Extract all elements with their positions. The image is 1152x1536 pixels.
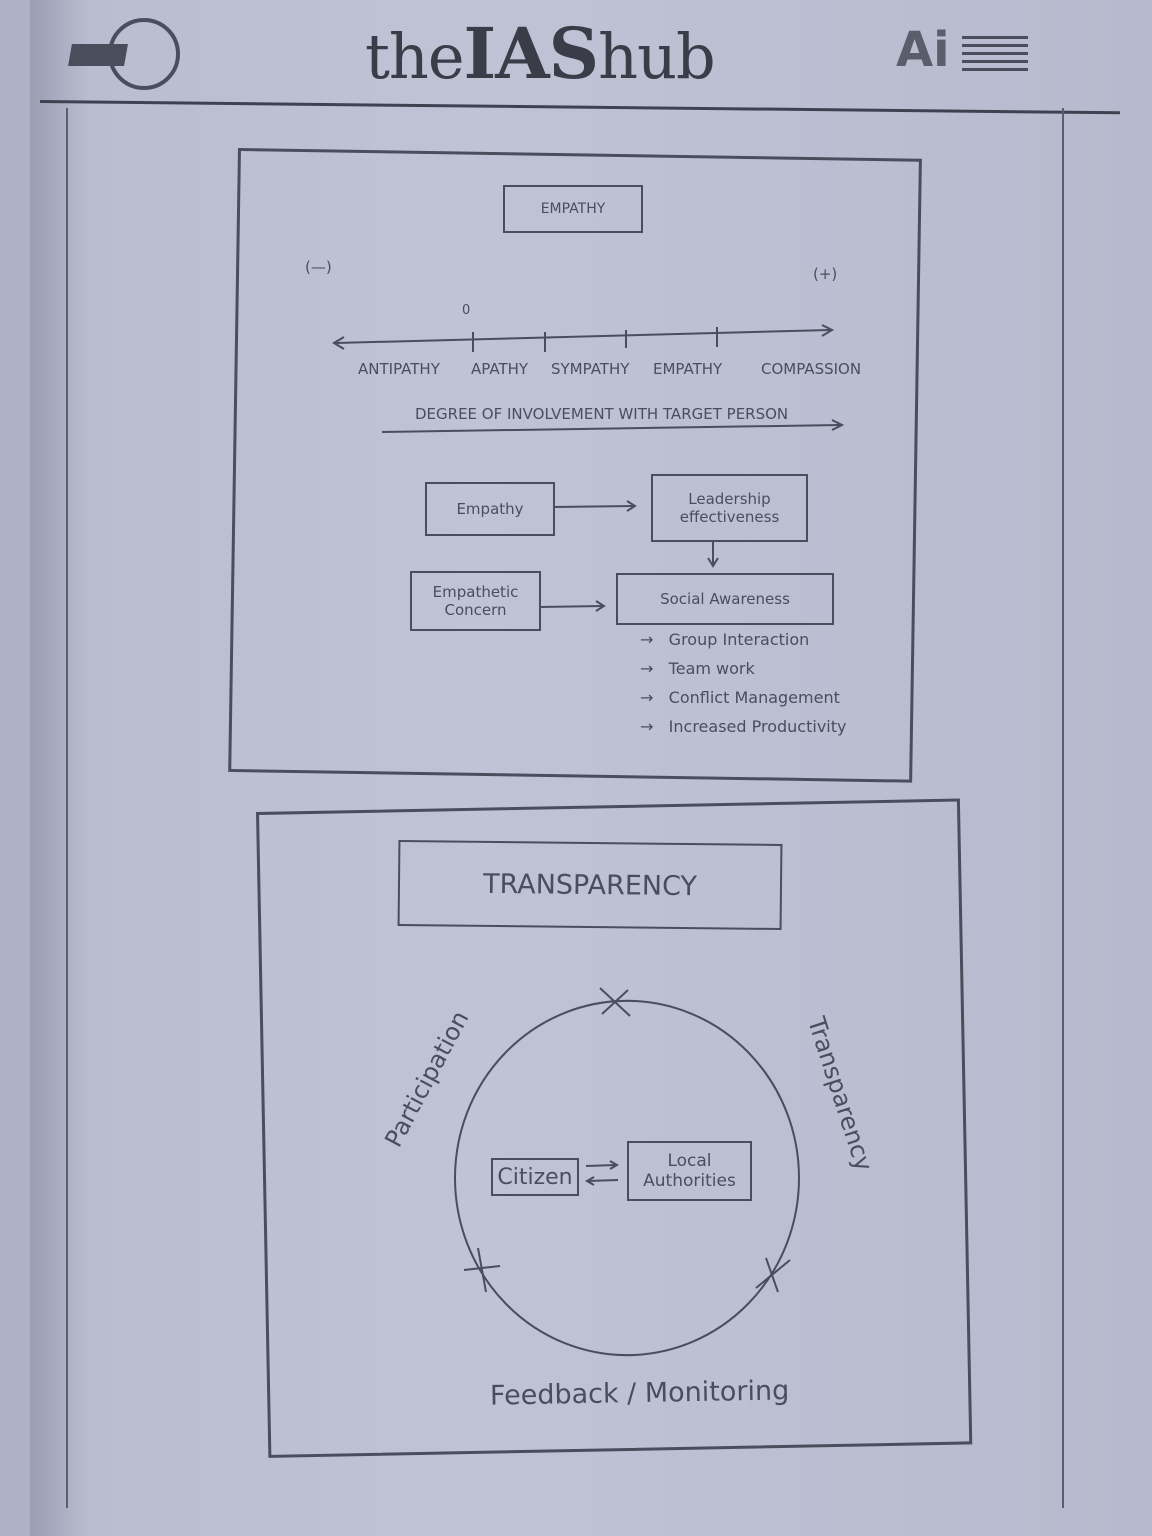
scale-label-antipathy: ANTIPATHY <box>358 360 440 378</box>
citizen-box: Citizen <box>491 1158 579 1196</box>
left-logo <box>68 14 180 94</box>
axis-caption: DEGREE OF INVOLVEMENT WITH TARGET PERSON <box>415 405 789 423</box>
scale-label-empathy: EMPATHY <box>653 360 723 378</box>
negative-marker: (—) <box>305 258 332 276</box>
empathy-title: EMPATHY <box>540 201 606 217</box>
outcome-item: → Conflict Management <box>640 688 840 707</box>
outcome-item: → Increased Productivity <box>640 717 847 736</box>
node-empathy: Empathy <box>425 482 555 536</box>
feedback-cycle-circle <box>454 999 800 1357</box>
right-logo: Ai <box>896 26 1036 96</box>
caption-arrow-line <box>381 424 841 433</box>
involvement-scale-line <box>335 329 831 344</box>
page-title: theIAShub <box>365 12 716 95</box>
page-frame <box>66 108 1064 1508</box>
cycle-cross-mark <box>755 1259 791 1289</box>
node-leadership-effectiveness: Leadership effectiveness <box>651 474 808 542</box>
arrow-authorities-to-citizen <box>587 1179 619 1182</box>
positive-marker: (+) <box>813 265 838 283</box>
outcomes-list: → Group Interaction → Team work → Confli… <box>640 625 846 741</box>
empathy-title-box: EMPATHY <box>503 185 643 233</box>
feedback-monitoring-label: Feedback / Monitoring <box>489 1375 790 1412</box>
outcome-item: → Team work <box>640 659 755 678</box>
scale-left-arrowhead <box>332 336 345 350</box>
document-page <box>30 0 1152 1536</box>
scale-label-compassion: COMPASSION <box>761 360 862 378</box>
scale-right-arrowhead <box>821 324 835 337</box>
local-authorities-box: Local Authorities <box>627 1141 752 1201</box>
arrow-concern-to-social <box>538 605 604 608</box>
transparency-title-box: TRANSPARENCY <box>397 839 783 931</box>
node-social-awareness: Social Awareness <box>616 573 834 625</box>
outcome-item: → Group Interaction <box>640 630 810 649</box>
node-empathetic-concern: Empathetic Concern <box>410 571 541 631</box>
caption-arrowhead <box>831 419 845 431</box>
zero-marker: 0 <box>462 303 471 318</box>
scale-label-apathy: APATHY <box>471 360 529 378</box>
arrow-empathy-to-leadership <box>552 505 635 508</box>
arrow-citizen-to-authorities <box>585 1164 617 1167</box>
scale-label-sympathy: SYMPATHY <box>551 360 630 378</box>
